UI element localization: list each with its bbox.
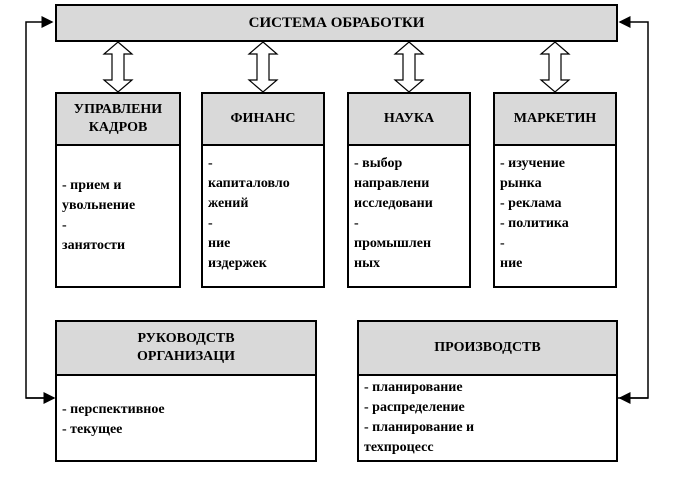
list-item: ние [208,236,231,251]
column-body-hr: - прием и увольнение - занятости [55,144,181,288]
column-body-finance: - капиталовло жений - ние издержек [201,144,325,288]
double-arrow-2 [247,41,279,93]
list-item: техпроцесс [364,440,434,455]
list-item: исследовани [354,196,433,211]
list-item: - перспективное [62,402,165,417]
column-title-marketing: МАРКЕТИН [513,111,597,126]
column-body-marketing: - изучение рынка - реклама - политика - … [493,144,617,288]
list-item: - [208,216,213,231]
right-loop-arrow [618,16,649,399]
left-loop-arrow [25,16,54,399]
list-item: жений [208,196,249,211]
list-item: - реклама [500,196,562,211]
list-item: - политика [500,216,569,231]
list-item: - прием и [62,178,122,193]
management-body: - перспективное - текущее [55,374,317,462]
list-item: - [62,218,67,233]
list-item: - изучение [500,156,566,171]
production-title: ПРОИЗВОДСТВ [434,340,541,355]
list-item: занятости [62,238,126,253]
production-body: - планирование - распределение - планиро… [357,374,618,462]
list-item: направлени [354,176,430,191]
list-item: ных [354,256,380,271]
list-item: промышлен [354,236,432,251]
list-item: - текущее [62,422,123,437]
column-title-finance: ФИНАНС [230,111,296,126]
management-title-line1: РУКОВОДСТВ [137,331,235,346]
list-item: - [208,156,213,171]
column-header-marketing: МАРКЕТИН [493,92,617,146]
system-title-box: СИСТЕМА ОБРАБОТКИ [55,4,618,42]
list-item: - [500,236,505,251]
column-header-science: НАУКА [347,92,471,146]
column-body-science: - выбор направлени исследовани - промышл… [347,144,471,288]
management-header: РУКОВОДСТВ ОРГАНИЗАЦИ [55,320,317,376]
column-title-hr: УПРАВЛЕНИ КАДРОВ [73,102,163,135]
list-item: - [354,216,359,231]
list-item: рынка [500,176,542,191]
double-arrow-4 [539,41,571,93]
column-header-hr: УПРАВЛЕНИ КАДРОВ [55,92,181,146]
double-arrow-1 [102,41,134,93]
list-item: - выбор [354,156,403,171]
list-item: увольнение [62,198,136,213]
double-arrow-3 [393,41,425,93]
management-title-line2: ОРГАНИЗАЦИ [137,349,235,364]
list-item: - планирование [364,380,463,395]
column-title-science: НАУКА [383,111,435,126]
production-header: ПРОИЗВОДСТВ [357,320,618,376]
list-item: ние [500,256,523,271]
list-item: издержек [208,256,267,271]
column-header-finance: ФИНАНС [201,92,325,146]
list-item: - планирование и [364,420,475,435]
system-title: СИСТЕМА ОБРАБОТКИ [248,15,425,31]
list-item: капиталовло [208,176,290,191]
list-item: - распределение [364,400,465,415]
